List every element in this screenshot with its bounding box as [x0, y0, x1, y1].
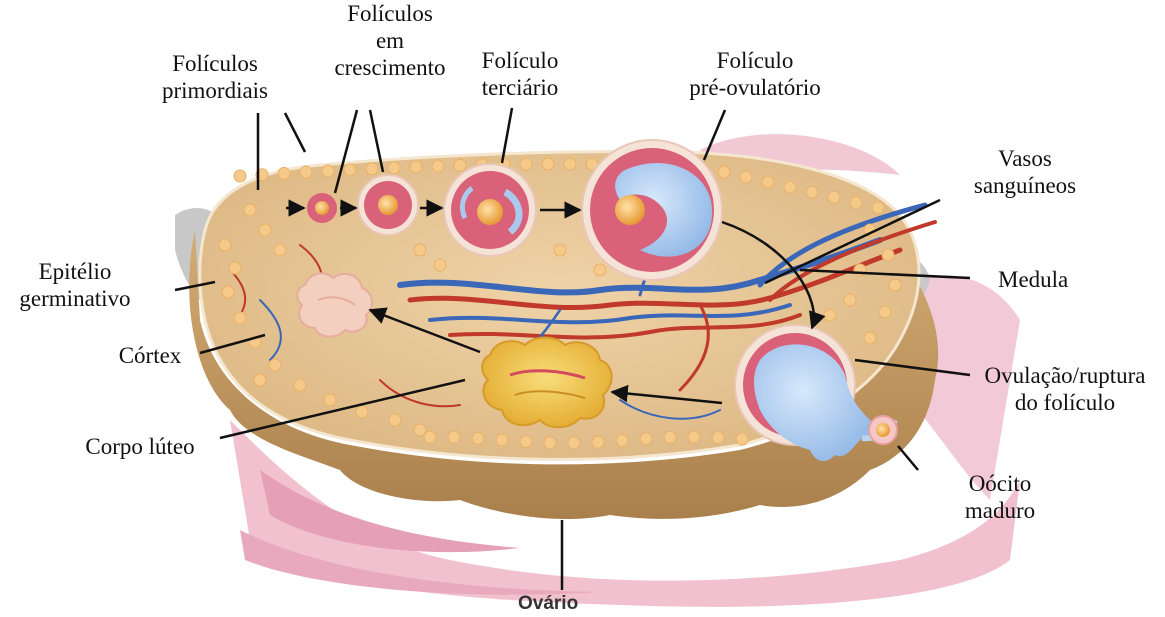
primordial-follicle-dot — [278, 167, 290, 179]
primordial-follicle-dot — [219, 239, 231, 251]
primordial-follicle-dot — [762, 176, 774, 188]
tertiary-follicle — [444, 164, 536, 256]
primordial-follicle-dot — [594, 264, 606, 276]
primordial-follicle-dot — [366, 163, 378, 175]
primordial-follicle-dot — [889, 279, 901, 291]
primordial-follicle-dot — [542, 158, 554, 170]
primordial-follicle-dot — [592, 436, 604, 448]
primordial-follicle-dot — [259, 224, 271, 236]
primordial-follicle-dot — [229, 262, 241, 274]
growing-follicle-small — [307, 193, 337, 223]
primordial-follicle-dot — [564, 158, 576, 170]
label-ovary: Ovário — [518, 593, 578, 615]
label-corpus-luteum: Corpo lúteo — [55, 433, 225, 460]
growing-follicle-medium — [358, 175, 418, 235]
primordial-follicle-dot — [322, 165, 334, 177]
primordial-follicle-dot — [718, 166, 730, 178]
primordial-follicle-dot — [616, 434, 628, 446]
primordial-follicle-dot — [254, 374, 266, 386]
primordial-follicle-dot — [274, 244, 286, 256]
primordial-follicle-dot — [806, 186, 818, 198]
label-growing-follicles: Folículos em crescimento — [315, 0, 465, 81]
primordial-follicle-dot — [568, 437, 580, 449]
primordial-follicle-dot — [872, 202, 884, 214]
primordial-follicle-dot — [850, 197, 862, 209]
pre-ovulatory-follicle — [582, 140, 722, 280]
primordial-follicle-dot — [324, 394, 336, 406]
primordial-follicle-dot — [640, 433, 652, 445]
primordial-follicle-dot — [410, 161, 422, 173]
label-pre-ovulatory-follicle: Folículo pré-ovulatório — [665, 47, 845, 101]
primordial-follicle-dot — [344, 164, 356, 176]
primordial-follicle-dot — [244, 204, 256, 216]
primordial-follicle-dot — [520, 436, 532, 448]
primordial-follicle-dot — [664, 431, 676, 443]
primordial-follicle-dot — [388, 162, 400, 174]
label-mature-oocyte: Oócito maduro — [945, 470, 1055, 524]
primordial-follicle-dot — [784, 181, 796, 193]
primordial-follicle-dot — [434, 259, 446, 271]
primordial-follicle-dot — [828, 191, 840, 203]
primordial-follicle-dot — [544, 437, 556, 449]
label-medulla: Medula — [998, 266, 1118, 293]
primordial-follicle-dot — [496, 434, 508, 446]
primordial-follicle-dot — [234, 170, 246, 182]
label-tertiary-follicle: Folículo terciário — [460, 47, 580, 101]
primordial-follicle-dot — [300, 166, 312, 178]
primordial-follicle-dot — [554, 244, 566, 256]
label-primordial-follicles: Folículos primordiais — [140, 50, 290, 104]
label-blood-vessels: Vasos sanguíneos — [955, 145, 1095, 199]
primordial-follicle-dot — [844, 294, 856, 306]
primordial-follicle-dot — [688, 431, 700, 443]
primordial-follicle-dot — [472, 432, 484, 444]
primordial-follicle-dot — [736, 433, 748, 445]
primordial-follicle-dot — [879, 306, 891, 318]
primordial-follicle-dot — [882, 249, 894, 261]
primordial-follicle-dot — [432, 160, 444, 172]
primordial-follicle-dot — [454, 159, 466, 171]
label-ovulation: Ovulação/ruptura do folículo — [965, 362, 1165, 416]
primordial-follicle-dot — [269, 359, 281, 371]
label-cortex: Córtex — [95, 342, 205, 369]
primordial-follicle-dot — [222, 286, 234, 298]
primordial-follicle-dot — [294, 379, 306, 391]
primordial-follicle-dot — [824, 309, 836, 321]
primordial-follicle-dot — [740, 171, 752, 183]
primordial-follicle-dot — [389, 414, 401, 426]
primordial-follicle-dot — [864, 332, 876, 344]
primordial-follicle-dot — [356, 406, 368, 418]
primordial-follicle-dot — [414, 424, 426, 436]
primordial-follicle-dot — [712, 432, 724, 444]
primordial-follicle-dot — [234, 312, 246, 324]
label-germinal-epithelium: Epitélio germinativo — [0, 258, 150, 312]
primordial-follicle-dot — [414, 244, 426, 256]
corpus-albicans — [297, 273, 372, 336]
primordial-follicle-dot — [448, 431, 460, 443]
primordial-follicle-dot — [520, 158, 532, 170]
